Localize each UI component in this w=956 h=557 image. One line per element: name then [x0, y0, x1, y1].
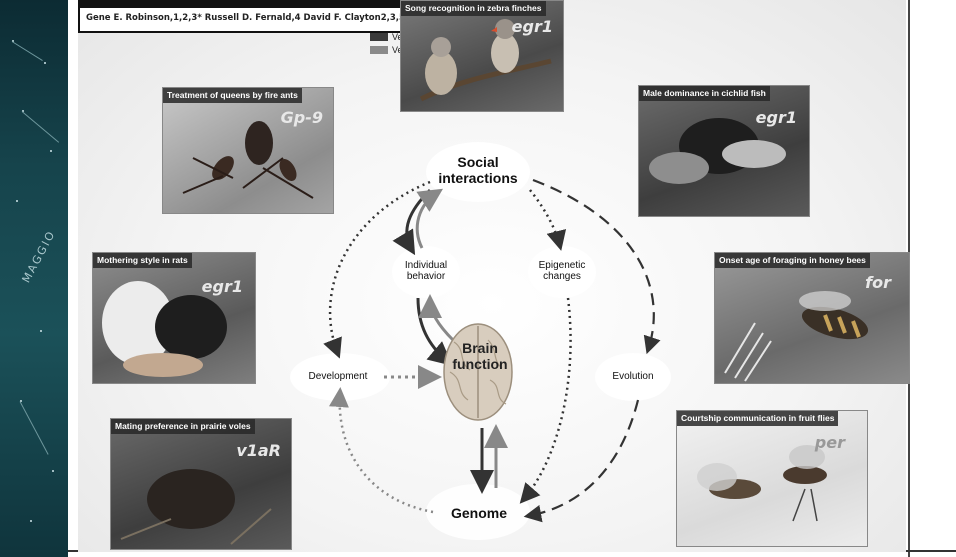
flies-illustration: [677, 411, 867, 546]
arrow-brain-individual-light: [430, 300, 453, 340]
node-social-interactions: Social interactions: [430, 154, 526, 186]
arrow-evolution-genome: [528, 400, 638, 516]
star-dot: [16, 200, 18, 202]
brain-illustration: [444, 324, 512, 420]
node-individual-behavior: Individual behavior: [392, 260, 460, 282]
gene-label: per: [815, 433, 845, 452]
photo-zebra-finches: Song recognition in zebra finches egr1: [400, 0, 564, 112]
photo-caption: Mating preference in prairie voles: [111, 419, 255, 434]
star-dot: [50, 150, 52, 152]
photo-fire-ants: Treatment of queens by fire ants Gp-9: [162, 87, 334, 214]
node-development: Development: [296, 371, 380, 382]
node-genome: Genome: [440, 505, 518, 521]
constellation-line: [22, 111, 59, 143]
gene-label: egr1: [202, 277, 243, 296]
photo-caption: Mothering style in rats: [93, 253, 192, 268]
node-brain-function: Brain function: [448, 340, 512, 372]
legend-swatch: [370, 33, 388, 41]
star-dot: [52, 470, 54, 472]
constellation-line: [20, 401, 49, 454]
author-line: Gene E. Robinson,1,2,3* Russell D. Ferna…: [86, 13, 405, 23]
photo-prairie-voles: Mating preference in prairie voles v1aR: [110, 418, 292, 550]
gene-label: v1aR: [236, 441, 281, 460]
starmap-background: MAGGIO: [0, 0, 68, 557]
side-month-text: MAGGIO: [20, 228, 59, 285]
gene-label: for: [865, 273, 891, 292]
rats-illustration: [93, 253, 255, 383]
photo-rats: Mothering style in rats egr1: [92, 252, 256, 384]
star-dot: [44, 62, 46, 64]
photo-fruit-flies: Courtship communication in fruit flies p…: [676, 410, 868, 547]
arrow-genome-development: [340, 392, 433, 512]
constellation-line: [12, 41, 43, 61]
photo-cichlid-fish: Male dominance in cichlid fish egr1: [638, 85, 810, 217]
star-dot: [40, 330, 42, 332]
node-epigenetic-changes: Epigenetic changes: [530, 260, 594, 282]
figure-panel: Gene E. Robinson,1,2,3* Russell D. Ferna…: [78, 0, 906, 552]
photo-honey-bees: Onset age of foraging in honey bees for: [714, 252, 910, 384]
photo-caption: Courtship communication in fruit flies: [677, 411, 838, 426]
vole-illustration: [111, 419, 291, 549]
fish-illustration: [639, 86, 809, 216]
gene-label: Gp-9: [281, 108, 323, 127]
legend-swatch: [370, 46, 388, 54]
arrow-social-epigenetic: [530, 190, 560, 246]
ants-illustration: [163, 88, 333, 213]
arrow-epigenetic-genome: [523, 298, 571, 500]
photo-caption: Song recognition in zebra finches: [401, 1, 546, 16]
star-dot: [30, 520, 32, 522]
photo-caption: Onset age of foraging in honey bees: [715, 253, 870, 268]
photo-caption: Male dominance in cichlid fish: [639, 86, 770, 101]
photo-caption: Treatment of queens by fire ants: [163, 88, 302, 103]
gene-label: egr1: [756, 108, 797, 127]
gene-label: egr1: [512, 17, 553, 36]
node-evolution: Evolution: [600, 371, 666, 382]
